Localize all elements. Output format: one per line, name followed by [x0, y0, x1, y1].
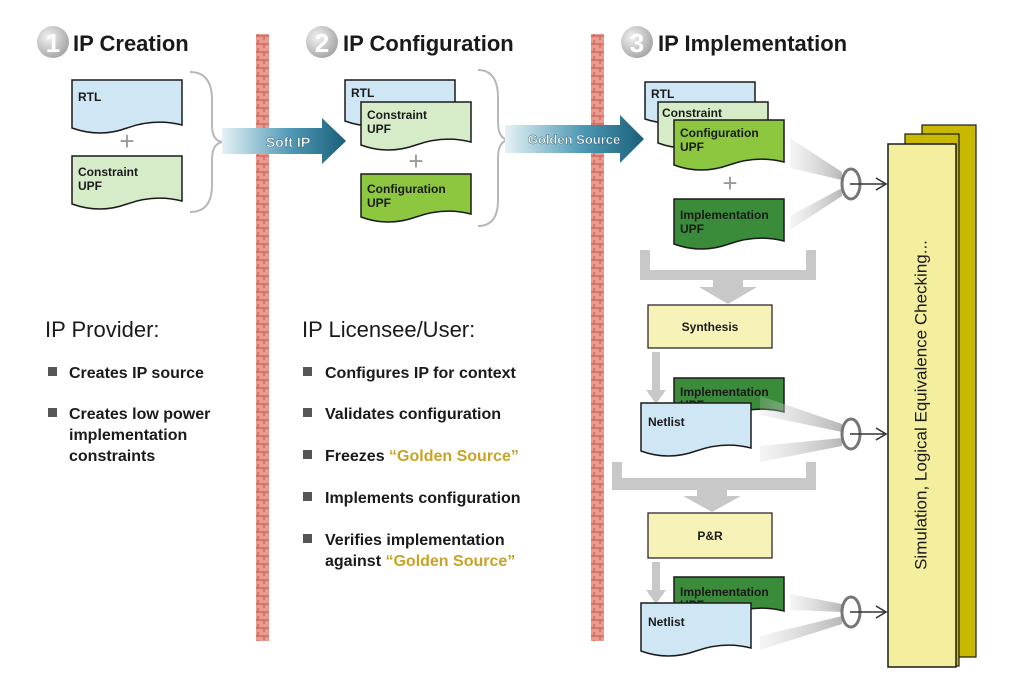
stage-2-number: 2	[315, 28, 329, 58]
provider-bullet-list: Creates IP source Creates low power impl…	[48, 365, 210, 465]
licensee-bullet-icon-4	[303, 492, 312, 501]
licensee-bullet-5-highlight: “Golden Source”	[385, 553, 515, 570]
stage-2-number-badge	[306, 26, 338, 58]
licensee-bullet-5-line-2-text: against	[325, 553, 385, 570]
implementation-impl-label-line1: Implementation	[680, 208, 769, 222]
verification-panel: Simulation, Logical Equivalence Checking…	[887, 124, 977, 668]
netlist-document-1: Netlist	[640, 402, 752, 457]
licensee-bullet-5-line-2: against “Golden Source”	[325, 553, 515, 570]
licensee-bullet-2: Validates configuration	[325, 406, 501, 423]
provider-bullet-icon-1	[48, 367, 57, 376]
licensee-bullet-3-text: Freezes	[325, 448, 389, 465]
golden-source-label: Golden Source	[528, 132, 620, 147]
licensee-bullet-4-text: Implements configuration	[325, 490, 521, 507]
pr-to-netlist-arrow	[646, 562, 666, 604]
creation-brace	[189, 71, 225, 213]
synthesis-merge-connector	[640, 250, 816, 304]
implementation-config-document: Configuration UPF	[673, 119, 785, 171]
verify-connector-1	[790, 138, 888, 230]
soft-ip-label: Soft IP	[266, 134, 310, 150]
provider-bullet-1-line-1: Creates IP source	[69, 365, 204, 382]
implementation-upf-1-label-line1: Implementation	[680, 385, 769, 399]
creation-rtl-document: RTL	[71, 79, 183, 134]
licensee-bullet-2-text: Validates configuration	[325, 406, 501, 423]
licensee-bullet-icon-2	[303, 408, 312, 417]
licensee-bullet-4: Implements configuration	[325, 490, 521, 507]
provider-bullet-2-line-2: implementation	[69, 427, 187, 444]
licensee-bullet-1-text: Configures IP for context	[325, 365, 517, 382]
creation-rtl-label: RTL	[78, 90, 101, 104]
stage-3-header: 3 IP Implementation	[621, 26, 847, 58]
creation-constraint-document: Constraint UPF	[71, 155, 183, 210]
stage-3-number: 3	[630, 28, 644, 58]
netlist-1-label: Netlist	[648, 415, 685, 429]
soft-ip-arrow: Soft IP	[222, 118, 346, 164]
implementation-plus: +	[722, 168, 737, 198]
synthesis-label: Synthesis	[682, 320, 739, 334]
golden-source-arrow: Golden Source	[505, 115, 644, 163]
configuration-plus: +	[408, 146, 423, 176]
implementation-impl-document: Implementation UPF	[673, 198, 785, 250]
creation-plus: +	[119, 126, 134, 156]
implementation-config-label-line1: Configuration	[680, 126, 759, 140]
configuration-config-label-line2: UPF	[367, 196, 391, 210]
implementation-constraint-label: Constraint	[662, 106, 722, 120]
stage-3-number-badge	[621, 26, 653, 58]
licensee-bullet-list: Configures IP for context Validates conf…	[303, 365, 521, 570]
stage-3-title: IP Implementation	[658, 31, 847, 56]
stage-1-number-badge	[37, 26, 69, 58]
stage-1-title: IP Creation	[73, 31, 189, 56]
provider-bullet-2-line-1: Creates low power	[69, 406, 210, 423]
licensee-bullet-3-highlight: “Golden Source”	[389, 448, 519, 465]
pr-merge-connector	[612, 462, 816, 512]
stage-1-header: 1 IP Creation	[37, 26, 189, 58]
stage-2-title: IP Configuration	[343, 31, 514, 56]
implementation-rtl-label: RTL	[651, 87, 674, 101]
synthesis-box	[647, 304, 773, 349]
configuration-config-document: Configuration UPF	[360, 173, 472, 223]
provider-title: IP Provider:	[45, 317, 160, 342]
verify-connector-3	[760, 594, 888, 650]
implementation-impl-label-line2: UPF	[680, 222, 704, 236]
creation-constraint-label-line2: UPF	[78, 179, 102, 193]
divider-1	[256, 34, 269, 641]
pr-label: P&R	[697, 529, 723, 543]
stage-1-number: 1	[46, 28, 60, 58]
netlist-2-label: Netlist	[648, 615, 685, 629]
licensee-bullet-1: Configures IP for context	[325, 365, 517, 382]
verification-label: Simulation, Logical Equivalence Checking…	[911, 240, 930, 570]
licensee-bullet-icon-3	[303, 450, 312, 459]
configuration-constraint-label-line1: Constraint	[367, 108, 427, 122]
configuration-constraint-document: Constraint UPF	[360, 101, 472, 151]
licensee-bullet-5-text: Verifies implementation	[325, 532, 505, 549]
configuration-config-label-line1: Configuration	[367, 182, 446, 196]
divider-2	[591, 34, 604, 641]
implementation-config-label-line2: UPF	[680, 140, 704, 154]
netlist-document-2: Netlist	[640, 602, 752, 657]
licensee-bullet-icon-5	[303, 534, 312, 543]
implementation-upf-2-label-line1: Implementation	[680, 585, 769, 599]
verify-connector-2	[760, 396, 888, 462]
configuration-constraint-label-line2: UPF	[367, 122, 391, 136]
configuration-rtl-label: RTL	[351, 86, 374, 100]
licensee-bullet-5-line-1: Verifies implementation	[325, 532, 505, 549]
pr-box	[647, 512, 773, 559]
stage-2-header: 2 IP Configuration	[306, 26, 514, 58]
licensee-bullet-3: Freezes “Golden Source”	[325, 448, 519, 465]
licensee-title: IP Licensee/User:	[302, 317, 475, 342]
synthesis-to-netlist-arrow	[646, 352, 666, 404]
licensee-bullet-icon-1	[303, 367, 312, 376]
provider-bullet-2-line-3: constraints	[69, 448, 155, 465]
provider-bullet-icon-2	[48, 408, 57, 417]
creation-constraint-label-line1: Constraint	[78, 165, 138, 179]
